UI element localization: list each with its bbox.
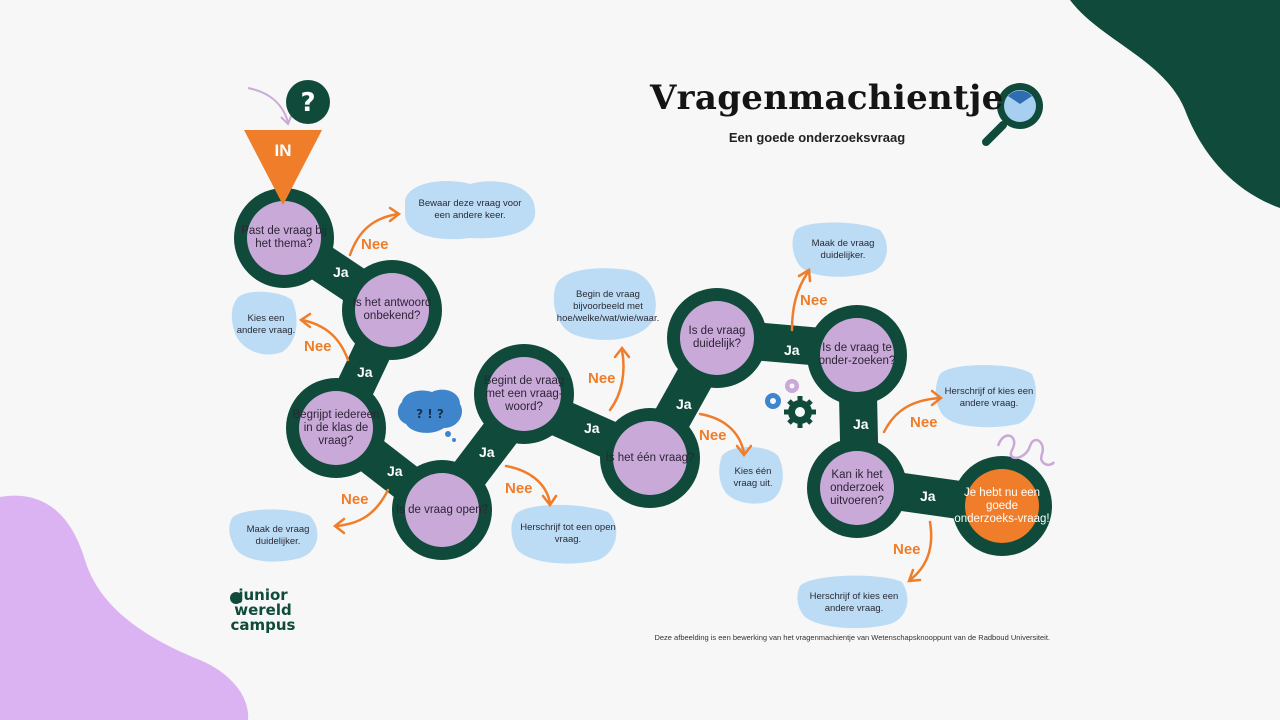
question-4: Is de vraag open? <box>395 503 489 516</box>
logo-star-icon <box>230 592 242 604</box>
svg-text:?: ? <box>300 88 315 118</box>
svg-text:? ! ?: ? ! ? <box>416 407 444 421</box>
in-arrow <box>247 87 289 123</box>
question-mark-icon <box>286 80 330 124</box>
nee-label: Nee <box>505 480 533 497</box>
ja-label: Ja <box>387 463 403 479</box>
cloud-2: Kies een andere vraag. <box>236 313 296 336</box>
question-7: Is de vraag duidelijk? <box>688 325 746 350</box>
squiggle-icon <box>996 434 1056 466</box>
question-8: Is de vraag te onder-zoeken? <box>818 342 896 367</box>
corner-blob-purple <box>0 495 249 720</box>
question-1: Past de vraag bij het thema? <box>241 225 327 250</box>
in-label: IN <box>274 141 292 160</box>
corner-blob-green <box>1070 0 1280 208</box>
nee-label: Nee <box>341 491 369 508</box>
nee-label: Nee <box>304 338 332 355</box>
logo-line-1: junior <box>238 586 288 604</box>
ja-label: Ja <box>479 444 495 460</box>
question-3: Begrijpt iedereen in de klas de vraag? <box>292 408 380 447</box>
ja-label: Ja <box>853 416 869 432</box>
cloud-8: Herschrijf of kies een andere vraag. <box>944 386 1034 409</box>
cloud-shapes <box>229 181 1036 629</box>
logo: junior wereld campus <box>222 588 304 633</box>
ja-label: Ja <box>357 364 373 380</box>
logo-line-3: campus <box>230 616 296 634</box>
ja-label: Ja <box>333 264 349 280</box>
cloud-7: Maak de vraag duidelijker. <box>811 238 875 261</box>
question-9: Kan ik het onderzoek uitvoeren? <box>830 468 884 507</box>
cloud-5: Begin de vraag bijvoorbeeld met hoe/welk… <box>556 289 660 324</box>
question-final: Je hebt nu een goede onderzoeks-vraag! <box>954 486 1050 525</box>
magnifier-icon <box>982 83 1043 146</box>
ja-label: Ja <box>920 488 936 504</box>
logo-line-2: wereld <box>234 601 292 619</box>
nee-label: Nee <box>361 236 389 253</box>
ja-label: Ja <box>584 420 600 436</box>
ja-label: Ja <box>784 342 800 358</box>
flow-connectors <box>265 219 1021 529</box>
question-2: Is het antwoord onbekend? <box>352 297 432 322</box>
nee-label: Nee <box>893 541 921 558</box>
nee-arrows <box>298 206 944 583</box>
question-5: Begint de vraag met een vraag-woord? <box>483 374 565 413</box>
question-nodes <box>234 188 1052 560</box>
cloud-3: Maak de vraag duidelijker. <box>246 524 310 547</box>
in-funnel <box>244 130 322 205</box>
nee-label: Nee <box>800 292 828 309</box>
nee-label: Nee <box>588 370 616 387</box>
cloud-4: Herschrijf tot een open vraag. <box>520 522 616 545</box>
ja-label: Ja <box>676 396 692 412</box>
nee-label: Nee <box>699 427 727 444</box>
question-6: Is het één vraag? <box>605 451 695 464</box>
cloud-1: Bewaar deze vraag voor een andere keer. <box>418 198 522 221</box>
cloud-6: Kies één vraag uit. <box>733 466 773 489</box>
cloud-9: Herschrijf of kies een andere vraag. <box>809 591 899 614</box>
nee-label: Nee <box>910 414 938 431</box>
gears-icon <box>765 379 816 428</box>
credit-note: Deze afbeelding is een bewerking van het… <box>654 633 1050 642</box>
page-title: Vragenmachientje <box>650 78 1004 118</box>
thought-cloud-icon: ? ! ? <box>397 389 463 442</box>
page-subtitle: Een goede onderzoeksvraag <box>728 130 906 145</box>
